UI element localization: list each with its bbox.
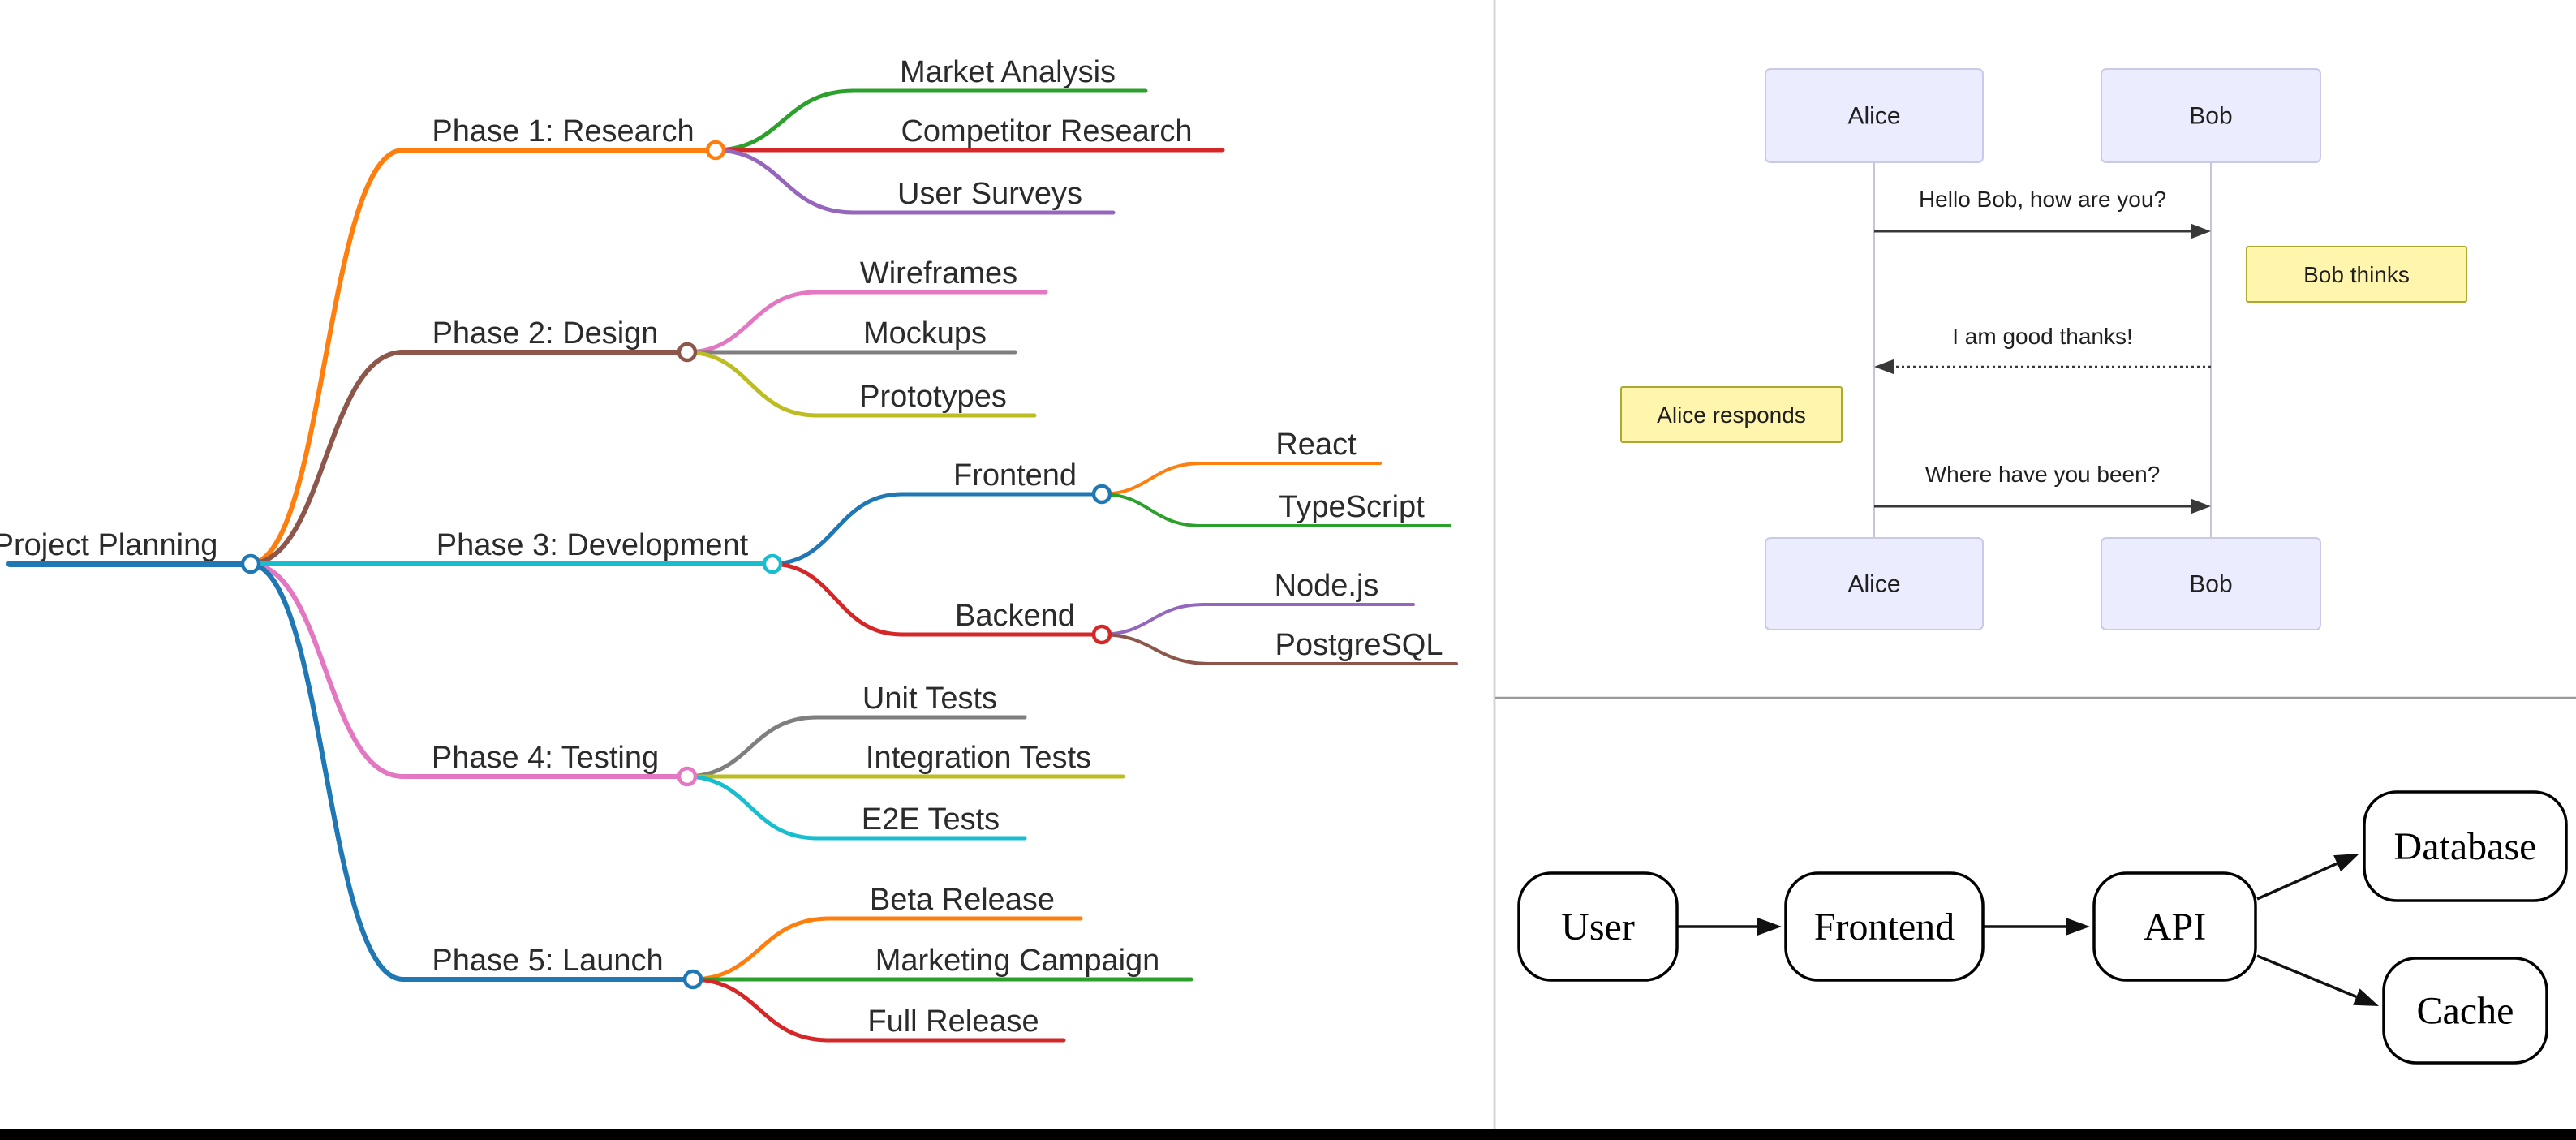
actor-box: [1765, 537, 1984, 630]
mindmap-node-label: Project Planning: [0, 528, 217, 562]
flow-arrowhead: [1757, 918, 1782, 936]
mindmap-link: [1099, 462, 1204, 496]
flow-node-api: [2092, 871, 2257, 982]
mindmap-node-label: User Surveys: [897, 177, 1082, 211]
flow-arrowhead: [2066, 918, 2090, 936]
actor-label: Bob: [2189, 103, 2232, 130]
mindmap-branch-node: [762, 553, 783, 574]
mindmap-link: [683, 350, 819, 418]
mindmap-link: [689, 916, 832, 982]
mindmap-link: [1099, 603, 1206, 636]
actor-label: Alice: [1847, 571, 1900, 598]
note-box: [1620, 386, 1843, 443]
mindmap-link: [712, 88, 856, 153]
mindmap-branch-node: [677, 766, 698, 787]
mindmap-link: [683, 715, 819, 779]
flow-node-label-frontend: Frontend: [1814, 906, 1955, 949]
mindmap-link: [247, 561, 406, 779]
mindmap-branch-node: [1091, 624, 1112, 645]
message-label: I am good thanks!: [1952, 324, 2133, 349]
bottom-bar: [0, 1129, 2576, 1140]
mindmap-node-label: PostgreSQL: [1275, 628, 1443, 662]
mindmap-link: [683, 290, 819, 355]
mindmap-link: [683, 774, 819, 841]
note-box: [2246, 246, 2467, 303]
flow-node-label-database: Database: [2394, 825, 2537, 868]
note-label: Alice responds: [1657, 402, 1806, 428]
mindmap-branch-node: [705, 140, 726, 161]
mindmap-node-label: Phase 2: Design: [432, 316, 659, 351]
flow-node-cache: [2382, 957, 2548, 1065]
flow-node-label-cache: Cache: [2417, 990, 2514, 1033]
mindmap-branch-node: [240, 553, 261, 574]
flow-arrowhead: [2353, 988, 2379, 1006]
mindmap-link: [768, 492, 905, 566]
flow-edge-api-cache: [2256, 954, 2357, 999]
mindmap-link: [712, 148, 856, 215]
flow-arrowhead: [2333, 854, 2359, 872]
actor-box: [2101, 68, 2321, 163]
mindmap-link: [247, 148, 406, 566]
mindmap-node-label: Beta Release: [870, 883, 1055, 917]
actor-box: [1765, 68, 1984, 163]
mindmap-node-label: Node.js: [1275, 569, 1379, 603]
mindmap-node-label: React: [1275, 428, 1357, 462]
mindmap-link: [247, 561, 406, 982]
mindmap-node-label: Marketing Campaign: [875, 944, 1160, 978]
mindmap-branch-node: [682, 969, 703, 990]
flow-node-user: [1517, 871, 1679, 982]
mindmap-node-label: Integration Tests: [866, 741, 1091, 775]
flow-node-database: [2363, 790, 2568, 902]
mindmap-node-label: Prototypes: [859, 380, 1007, 414]
note-label: Bob thinks: [2303, 262, 2410, 287]
mindmap-node-label: Backend: [955, 599, 1075, 633]
mindmap-link: [768, 561, 905, 637]
flow-node-label-api: API: [2144, 906, 2206, 949]
mindmap-link: [1099, 493, 1204, 527]
mindmap-node-label: Frontend: [953, 458, 1077, 493]
mindmap-branch-node: [1091, 484, 1112, 505]
mindmap-node-label: Phase 4: Testing: [432, 741, 659, 775]
mindmap-node-label: Competitor Research: [901, 114, 1192, 148]
mindmap-node-label: Unit Tests: [862, 682, 997, 716]
message-label: Hello Bob, how are you?: [1919, 187, 2166, 212]
message-label: Where have you been?: [1925, 462, 2161, 487]
flow-node-label-user: User: [1561, 906, 1635, 949]
mindmap-branch-node: [677, 342, 698, 363]
flow-edge-api-database: [2256, 862, 2338, 901]
mindmap-node-label: Phase 5: Launch: [432, 944, 663, 978]
mindmap-node-label: Phase 3: Development: [437, 528, 749, 562]
flow-node-frontend: [1784, 871, 1985, 982]
mindmap-node-label: Wireframes: [860, 256, 1017, 290]
mindmap-node-label: Mockups: [863, 316, 987, 351]
actor-box: [2101, 537, 2321, 630]
mindmap-node-label: Full Release: [867, 1004, 1039, 1039]
mindmap-node-label: Market Analysis: [900, 55, 1116, 89]
actor-label: Alice: [1847, 103, 1900, 130]
mindmap-link: [689, 977, 832, 1043]
mindmap-link: [247, 350, 406, 566]
message-arrowhead: [1874, 359, 1894, 375]
message-arrowhead: [2191, 498, 2211, 514]
mindmap-diagram: Project Planning Phase 1: Research Market …: [0, 55, 1458, 1043]
mindmap-node-label: E2E Tests: [862, 802, 1000, 837]
mindmap-link: [1099, 633, 1212, 665]
mindmap-node-label: Phase 1: Research: [432, 114, 694, 148]
mindmap-node-label: TypeScript: [1279, 490, 1425, 524]
actor-label: Bob: [2189, 571, 2232, 598]
message-arrowhead: [2191, 223, 2211, 239]
